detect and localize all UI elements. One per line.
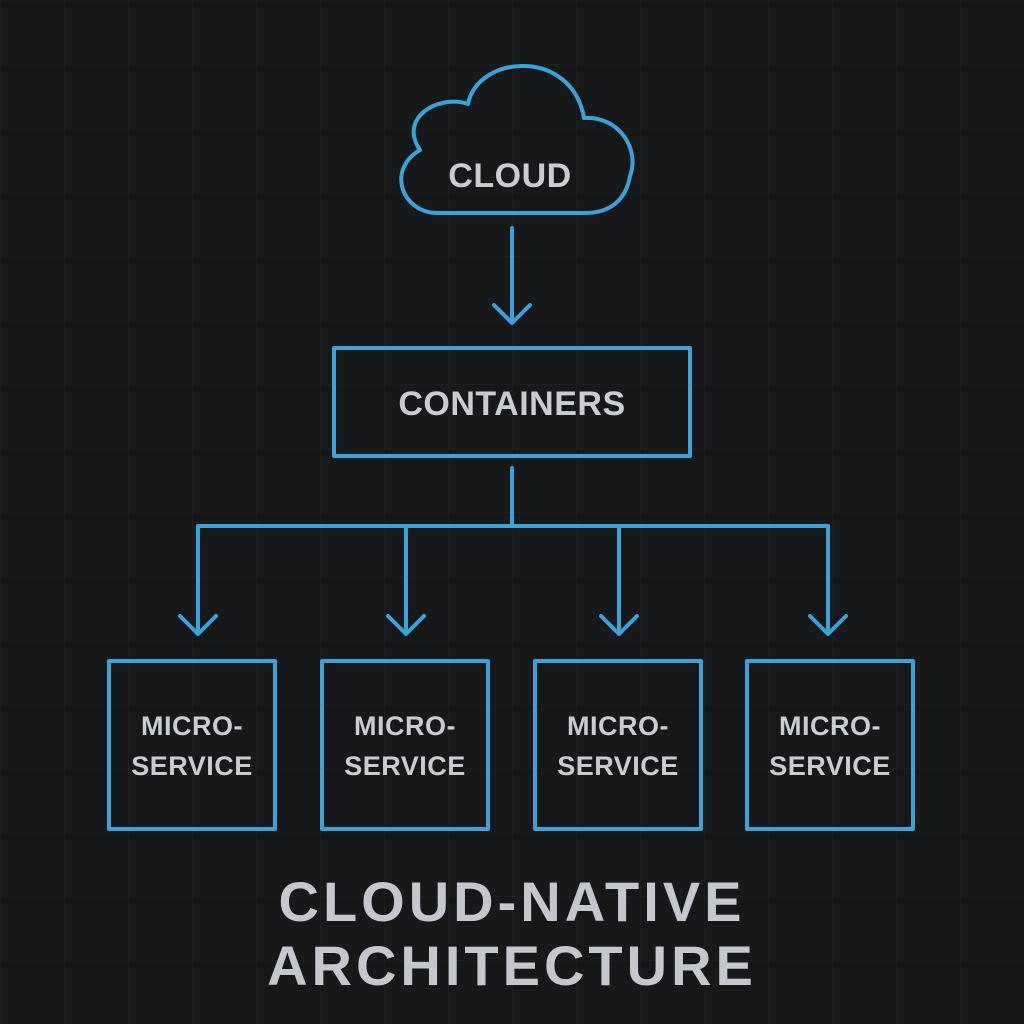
title-line1: CLOUD-NATIVE [278,870,746,933]
edge-cloud-to-containers [492,226,532,325]
microservice-label-line2: SERVICE [131,751,253,781]
arrowhead-4 [808,614,848,636]
cloud-icon [399,64,635,215]
microservice-box-3 [533,659,703,831]
arrowhead-2 [386,614,426,636]
microservice-label-line2: SERVICE [769,751,891,781]
microservice-label-line1: MICRO- [141,711,243,741]
microservice-label-line1: MICRO- [779,711,881,741]
title-line2: ARCHITECTURE [267,934,757,997]
diagram-title: CLOUD-NATIVE ARCHITECTURE [112,870,912,998]
containers-node-label: CONTAINERS [398,385,626,423]
arrowhead-1 [178,614,218,636]
microservice-box-4 [745,659,915,831]
microservice-node-4: MICRO- SERVICE [747,706,913,786]
microservice-node-3: MICRO- SERVICE [535,706,701,786]
microservice-node-2: MICRO- SERVICE [322,706,488,786]
containers-box [332,346,692,458]
microservice-node-1: MICRO- SERVICE [109,706,275,786]
microservice-box-2 [320,659,490,831]
arrowhead-3 [599,614,639,636]
microservice-label-line2: SERVICE [557,751,679,781]
cloud-node-label: CLOUD [448,157,572,195]
microservice-box-1 [107,659,277,831]
edge-containers-to-microservices [178,466,848,636]
microservice-label-line1: MICRO- [354,711,456,741]
microservice-label-line2: SERVICE [344,751,466,781]
microservice-label-line1: MICRO- [567,711,669,741]
